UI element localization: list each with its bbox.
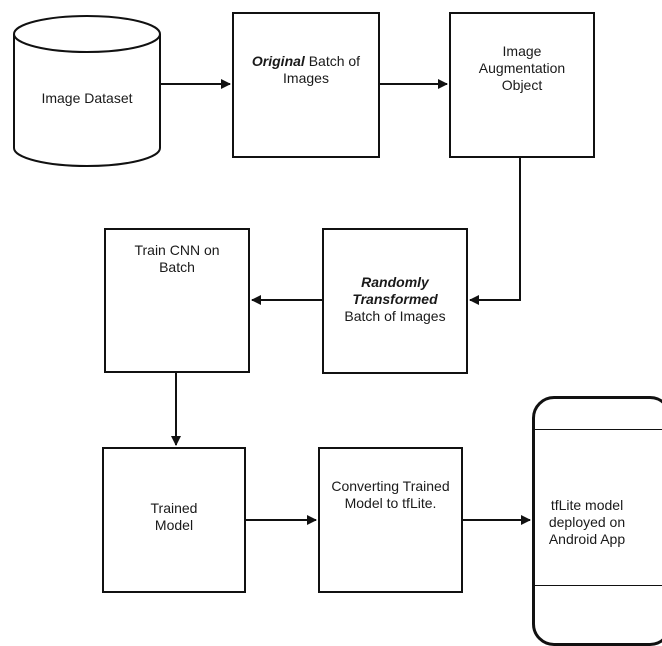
converting-label: Converting Trained Model to tfLite. xyxy=(331,478,450,511)
original-emphasis: Original xyxy=(251,53,305,69)
phone-bottom-bar xyxy=(535,585,662,586)
database-cylinder-icon xyxy=(13,15,161,167)
trained-model-label: Trained Model xyxy=(150,500,198,533)
phone-top-bar xyxy=(535,429,662,430)
original-batch-text: Batch of Images xyxy=(283,53,361,86)
arrow-augmentation-to-transformed xyxy=(469,158,521,305)
original-batch-box: Original Batch of Images xyxy=(232,12,380,158)
train-cnn-box: Train CNN on Batch xyxy=(104,228,250,373)
trained-model-box: Trained Model xyxy=(102,447,246,593)
train-cnn-label: Train CNN on Batch xyxy=(134,241,220,275)
random-transformed-text: Batch of Images xyxy=(344,307,446,324)
augmentation-label: Image Augmentation Object xyxy=(478,42,566,93)
augmentation-box: Image Augmentation Object xyxy=(449,12,595,158)
original-batch-label: Original Batch of Images xyxy=(234,53,378,87)
converting-box: Converting Trained Model to tfLite. xyxy=(318,447,463,593)
android-phone-icon: tfLite model deployed on Android App xyxy=(532,396,662,646)
deployed-label: tfLite model deployed on Android App xyxy=(548,497,626,547)
dataset-label: Image Dataset xyxy=(41,90,133,106)
random-transformed-box: Randomly Transformed Batch of Images xyxy=(322,228,468,374)
random-transformed-label: Randomly Transformed Batch of Images xyxy=(338,274,451,325)
random-transformed-emphasis: Randomly Transformed xyxy=(352,273,438,307)
